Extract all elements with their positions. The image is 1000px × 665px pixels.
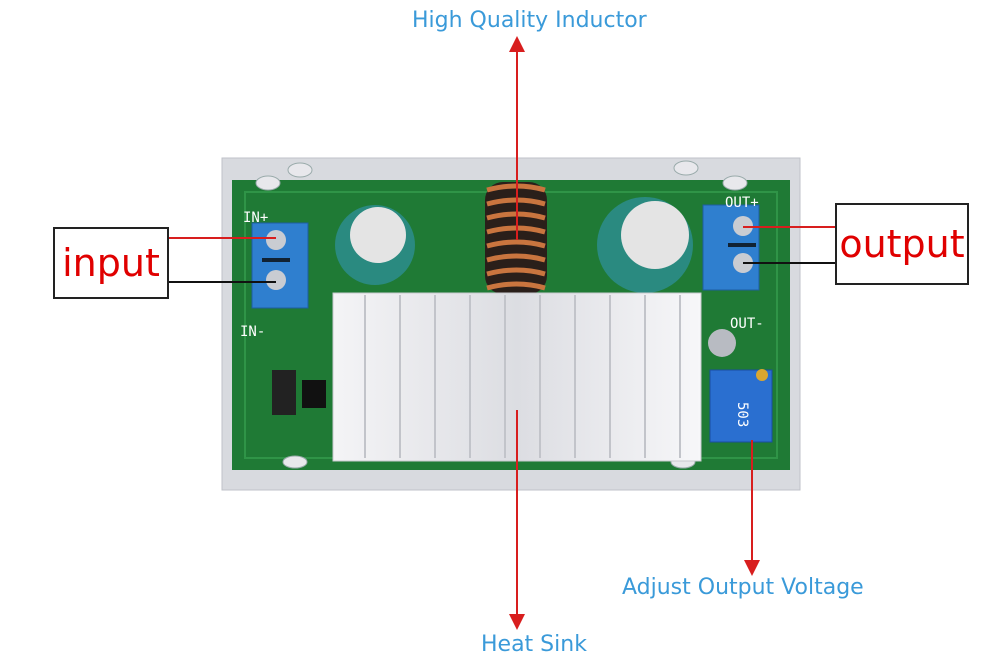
heat-sink-callout: Heat Sink xyxy=(481,632,587,657)
output-label-box: output xyxy=(835,203,969,285)
in-minus-label: IN- xyxy=(240,324,265,340)
diode xyxy=(272,370,296,415)
out-plus-label: OUT+ xyxy=(725,195,759,211)
potentiometer[interactable]: 503 xyxy=(709,369,773,443)
input-capacitor xyxy=(335,205,415,285)
input-label-box: input xyxy=(53,227,169,299)
input-terminal xyxy=(251,222,309,309)
in-plus-label: IN+ xyxy=(243,210,268,226)
pot-code-label: 503 xyxy=(734,402,750,427)
output-terminal xyxy=(702,204,760,291)
ic-chip xyxy=(302,380,326,408)
output-capacitor xyxy=(597,197,693,293)
adjust-voltage-callout: Adjust Output Voltage xyxy=(622,575,864,600)
inductor-callout: High Quality Inductor xyxy=(412,8,647,33)
out-minus-label: OUT- xyxy=(730,316,764,332)
screw xyxy=(708,329,736,357)
